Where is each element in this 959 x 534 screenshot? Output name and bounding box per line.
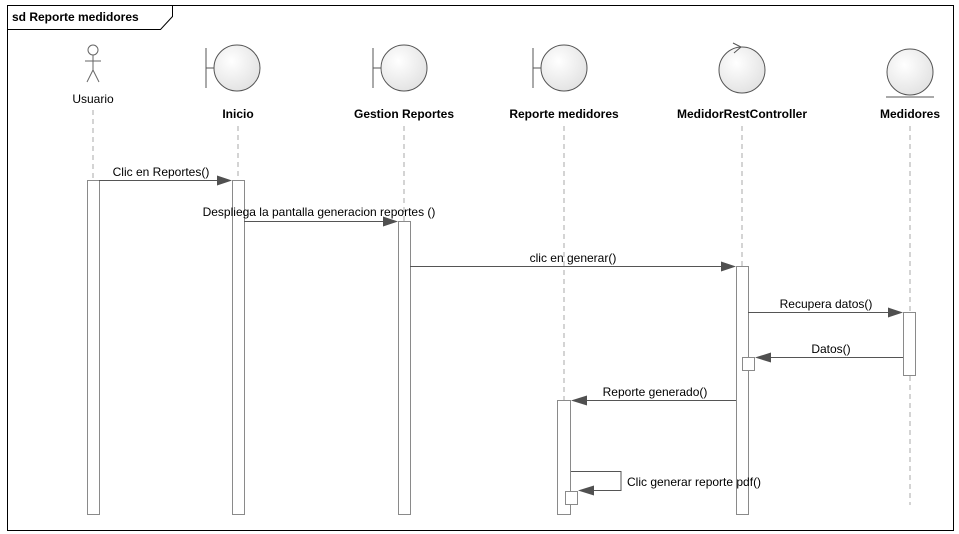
frame-border bbox=[7, 5, 954, 531]
frame-title: sd Reporte medidores bbox=[12, 10, 139, 24]
arrowhead bbox=[578, 485, 594, 496]
activation-gestion bbox=[398, 221, 411, 515]
arrowhead bbox=[571, 395, 587, 406]
frame-title-tab bbox=[7, 5, 173, 30]
activation-inicio bbox=[232, 180, 245, 515]
activation-medidores bbox=[903, 312, 916, 376]
actor-icon bbox=[85, 44, 101, 83]
message-label: Clic generar reporte pdf() bbox=[627, 475, 761, 489]
message-label: Datos() bbox=[811, 342, 850, 356]
entity-icon bbox=[886, 48, 934, 98]
control-icon bbox=[718, 42, 766, 94]
message-label: Reporte generado() bbox=[603, 385, 708, 399]
lifeline-reporte-label: Reporte medidores bbox=[509, 107, 619, 121]
message-label: Despliega la pantalla generacion reporte… bbox=[203, 205, 436, 219]
boundary-icon bbox=[532, 44, 588, 92]
activation-reporte bbox=[557, 400, 571, 515]
messages bbox=[99, 180, 903, 491]
boundary-icon bbox=[205, 44, 261, 92]
activation-controller-nested bbox=[742, 357, 755, 371]
arrowhead bbox=[383, 216, 398, 227]
arrowhead bbox=[888, 307, 903, 318]
arrowhead bbox=[217, 175, 232, 186]
lifeline-inicio-label: Inicio bbox=[222, 107, 253, 121]
lifeline-gestion-label: Gestion Reportes bbox=[354, 107, 454, 121]
message-self-line bbox=[571, 471, 622, 491]
activation-bars bbox=[87, 180, 916, 515]
lifeline-medidores-label: Medidores bbox=[880, 107, 940, 121]
lifeline-usuario-label: Usuario bbox=[72, 92, 114, 106]
lifeline-lines bbox=[92, 110, 911, 505]
message-label: Clic en Reportes() bbox=[113, 165, 210, 179]
message-label: clic en generar() bbox=[530, 251, 617, 265]
arrowhead bbox=[755, 352, 771, 363]
arrowhead bbox=[721, 261, 736, 272]
activation-controller bbox=[736, 266, 749, 515]
activation-reporte-nested bbox=[565, 491, 578, 505]
message-label: Recupera datos() bbox=[780, 297, 873, 311]
activation-usuario bbox=[87, 180, 100, 515]
boundary-icon bbox=[372, 44, 428, 92]
lifeline-controller-label: MedidorRestController bbox=[677, 107, 807, 121]
arrowheads bbox=[217, 175, 903, 496]
